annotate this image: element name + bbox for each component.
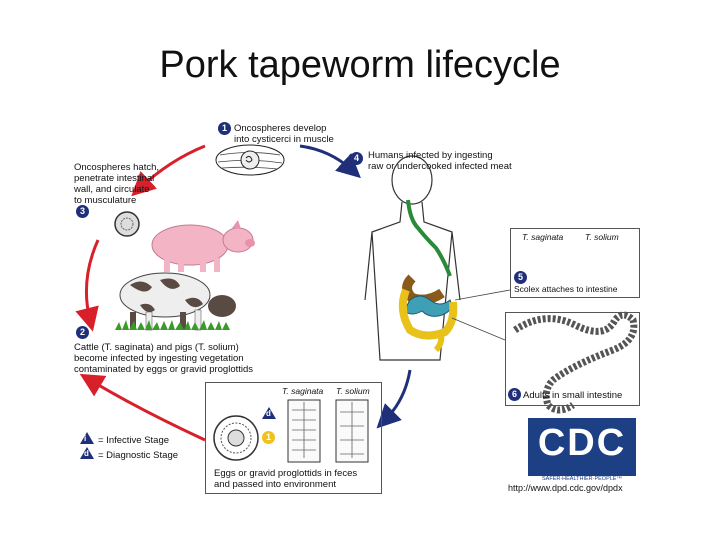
eggs-solium-label: T. solium	[336, 386, 370, 396]
step-5-label: Scolex attaches to intestine	[514, 284, 618, 294]
step-1-badge: 1	[218, 122, 231, 135]
arc-blue-bottom	[376, 369, 412, 429]
source-url: http://www.dpd.cdc.gov/dpdx	[508, 483, 623, 493]
cow-icon	[115, 272, 236, 331]
eggs-saginata-label: T. saginata	[282, 386, 324, 396]
scolex-saginata-label: T. saginata	[522, 232, 564, 242]
cdc-logo-tagline: SAFER·HEALTHIER·PEOPLE™	[542, 476, 622, 482]
human-body-icon	[364, 155, 511, 361]
egg-drawing	[213, 415, 259, 461]
muscle-cysticercus-icon	[215, 144, 285, 176]
slide-title: Pork tapeworm lifecycle	[159, 44, 561, 86]
scolex-box	[510, 228, 640, 298]
arc-blue-top	[299, 144, 361, 179]
eggs-label: Eggs or gravid proglottids in feces and …	[214, 468, 358, 490]
proglottid-solium-drawing	[335, 399, 369, 463]
step-4-label: Humans infected by ingesting raw or unde…	[368, 150, 512, 172]
step-5-badge: 5	[514, 271, 527, 284]
legend-infective-label: = Infective Stage	[98, 435, 170, 446]
step-4-badge: 4	[350, 152, 363, 165]
arc-red-top	[131, 144, 206, 197]
legend-diagnostic-icon: d	[80, 447, 94, 459]
cdc-logo-word: CDC	[537, 422, 627, 464]
step-2-label: Cattle (T. saginata) and pigs (T. solium…	[74, 342, 254, 375]
adult-worm-drawing	[513, 311, 638, 414]
step-6-badge: 6	[508, 388, 521, 401]
step-2-badge: 2	[76, 326, 89, 339]
eggs-diagnostic-badge: d	[262, 407, 276, 419]
arc-red-bottom	[79, 373, 206, 442]
eggs-step-1-badge: 1	[262, 431, 275, 444]
step-6-label: Adults in small intestine	[523, 390, 623, 401]
scolex-solium-label: T. solium	[585, 232, 619, 242]
oncosphere-icon	[114, 211, 140, 237]
arc-red-left	[75, 239, 100, 332]
pig-icon	[151, 220, 255, 272]
adults-box	[505, 312, 640, 406]
eggs-box	[205, 382, 382, 494]
legend-infective-icon: i	[80, 432, 94, 444]
cdc-logo: CDC	[528, 418, 636, 476]
legend-diagnostic-label: = Diagnostic Stage	[98, 450, 179, 461]
step-3-label: Oncospheres hatch, penetrate intestinal …	[74, 162, 160, 206]
step-1-label: Oncospheres develop into cysticerci in m…	[234, 123, 334, 145]
step-3-badge: 3	[76, 205, 89, 218]
proglottid-saginata-drawing	[287, 399, 321, 463]
